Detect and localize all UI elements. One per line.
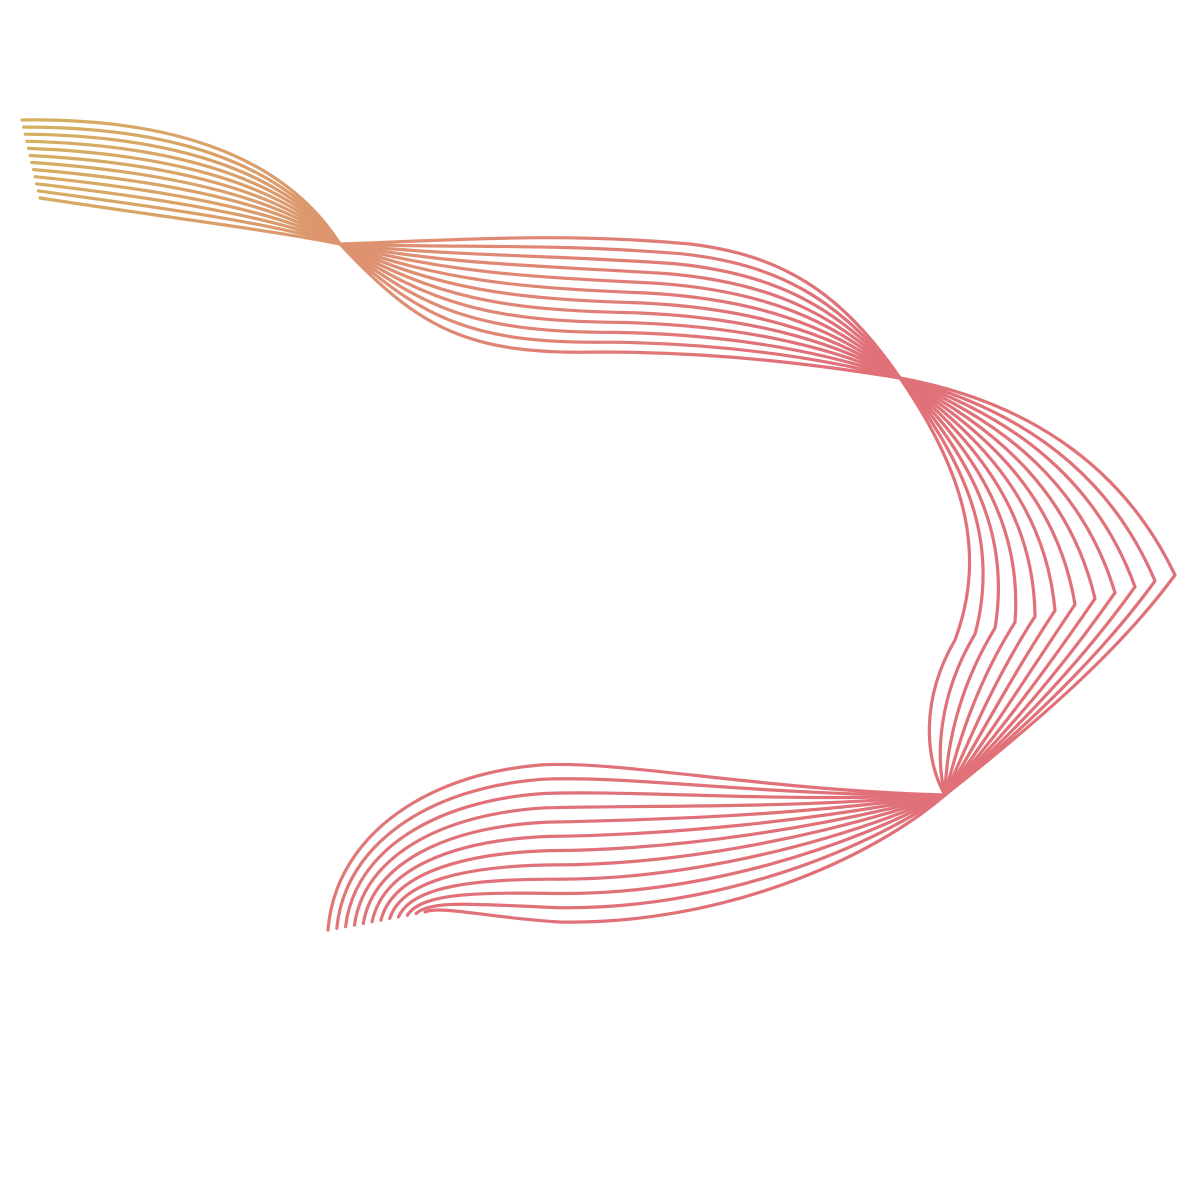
ribbon-line — [25, 139, 1117, 927]
ribbon-line — [23, 132, 1137, 929]
ribbon-line — [35, 182, 1001, 917]
ribbon-line — [36, 189, 985, 916]
ribbon-line — [38, 196, 972, 924]
ribbon-line — [33, 175, 1018, 919]
ribbon-line — [20, 118, 1177, 932]
ribbon-line — [22, 125, 1157, 930]
ribbon-line — [31, 168, 1037, 921]
line-ribbon — [20, 118, 1177, 932]
